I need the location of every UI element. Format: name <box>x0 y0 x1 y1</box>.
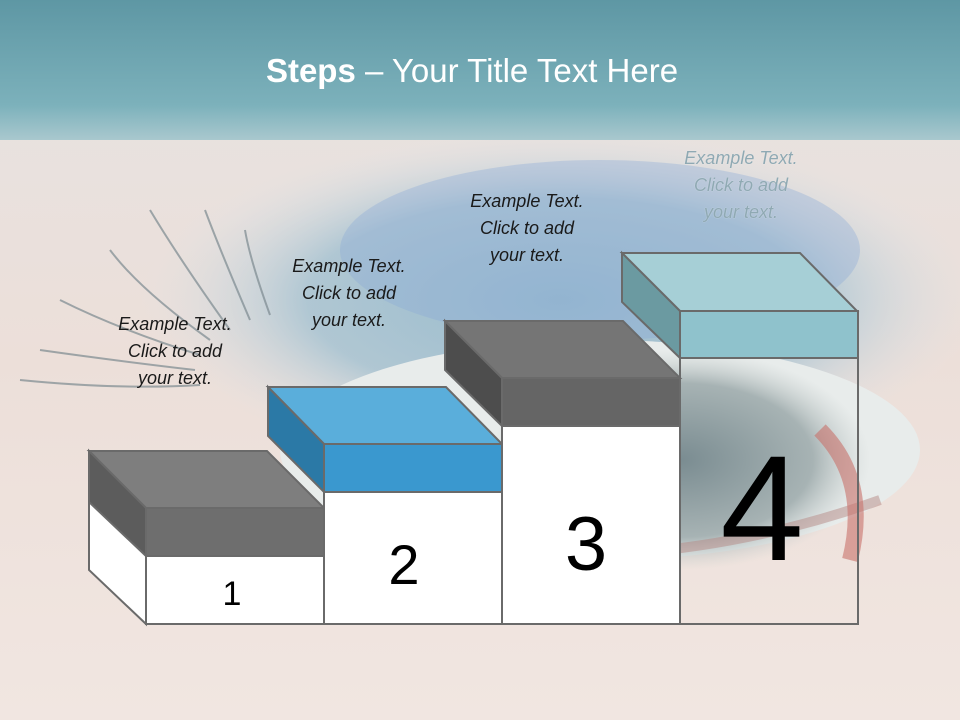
title-rest-part: – Your Title Text Here <box>355 52 679 89</box>
step-3-front-face <box>501 425 681 625</box>
step-4-block-front <box>679 310 859 359</box>
step-1-block-front <box>145 507 325 557</box>
title-bold-part: Steps <box>265 52 356 89</box>
step-2-front-face <box>323 491 503 625</box>
step-4-number: 4 <box>720 424 803 592</box>
step-2-block-front <box>323 443 503 493</box>
step-4[interactable]: 4 <box>619 250 860 625</box>
step-4-caption[interactable]: Example Text. Click to add your text. <box>684 148 798 222</box>
step-2[interactable]: 2 <box>265 384 505 625</box>
step-2-number: 2 <box>388 533 419 596</box>
step-3-caption[interactable]: Example Text. Click to add your text. <box>470 191 584 265</box>
slide-title[interactable]: Steps – Your Title Text Here <box>0 52 944 90</box>
step-1-caption[interactable]: Example Text. Click to add your text. <box>118 314 232 388</box>
step-3-number: 3 <box>565 502 607 587</box>
step-2-caption[interactable]: Example Text. Click to add your text. <box>292 256 406 330</box>
step-3-block-front <box>501 377 681 427</box>
step-1[interactable]: 1 <box>86 448 327 627</box>
step-1-number: 1 <box>223 575 242 613</box>
step-1-front-face <box>145 555 325 625</box>
step-3[interactable]: 3 <box>442 318 683 625</box>
